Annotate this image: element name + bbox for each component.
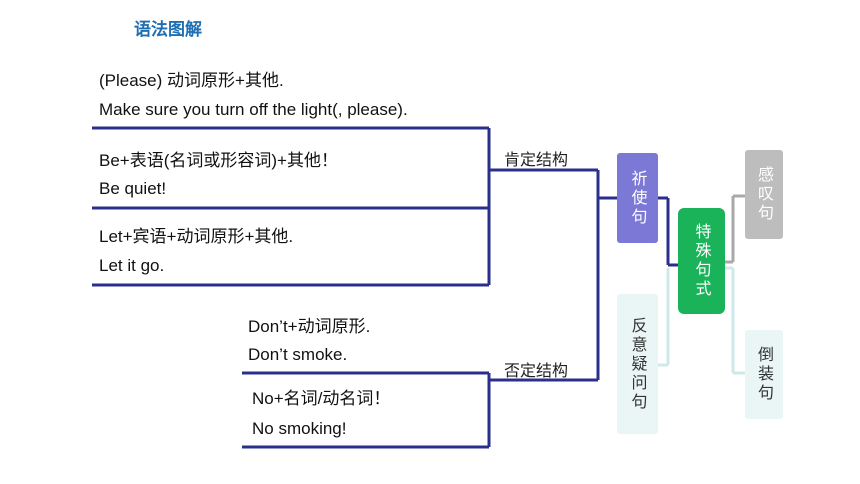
affirmative-structure-label: 肯定结构 (504, 150, 569, 169)
rule-pattern-be: Be+表语(名词或形容词)+其他！ (99, 151, 338, 170)
imperative-sentence-label: 祈使句 (628, 169, 648, 227)
rule-example-please: Make sure you turn off the light(, pleas… (99, 100, 408, 119)
inverted-box: 倒装句 (745, 330, 783, 419)
rule-example-let: Let it go. (99, 256, 165, 275)
exclamatory-label: 感叹句 (755, 166, 774, 223)
special-sentence-box: 特殊句式 (678, 208, 725, 314)
rule-example-no: No smoking! (252, 419, 347, 438)
imperative-sentence-box: 祈使句 (617, 153, 658, 243)
rule-pattern-let: Let+宾语+动词原形+其他. (99, 227, 294, 246)
rule-pattern-no: No+名词/动名词！ (252, 389, 391, 408)
rule-pattern-please: (Please) 动词原形+其他. (99, 71, 284, 90)
page-title: 语法图解 (134, 20, 202, 40)
exclamatory-box: 感叹句 (745, 150, 783, 239)
rule-example-be: Be quiet! (99, 179, 167, 198)
rule-example-dont: Don’t smoke. (248, 345, 348, 364)
inverted-label: 倒装句 (755, 346, 774, 403)
rule-pattern-dont: Don’t+动词原形. (248, 317, 371, 336)
tag-question-box: 反意疑问句 (617, 294, 658, 434)
special-sentence-label: 特殊句式 (692, 223, 712, 299)
negative-structure-label: 否定结构 (504, 361, 569, 380)
tag-question-label: 反意疑问句 (628, 316, 648, 412)
